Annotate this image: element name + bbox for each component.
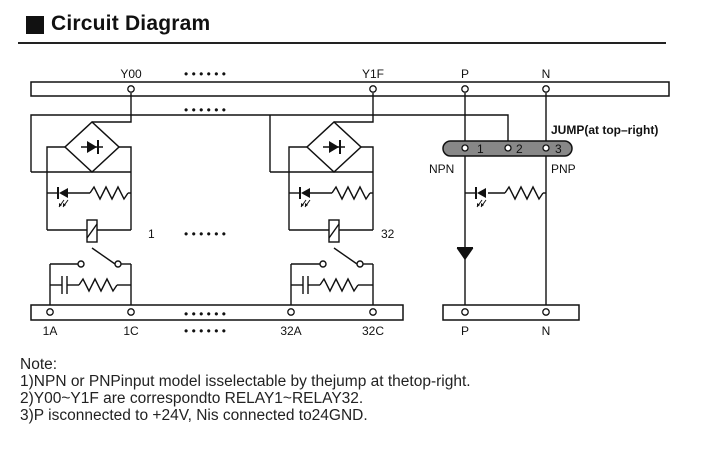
ellipsis-top-wire: • • • • • • bbox=[184, 103, 226, 117]
ellipsis-bottom-label: • • • • • • bbox=[184, 324, 226, 338]
led-icon bbox=[57, 186, 69, 208]
terminal-screw bbox=[369, 85, 377, 93]
jumper-pin bbox=[461, 144, 469, 152]
notes-heading: Note: bbox=[20, 356, 58, 373]
relay-channel-32 bbox=[269, 93, 374, 305]
terminal-label-y00: Y00 bbox=[120, 67, 142, 81]
terminal-label-p-top: P bbox=[461, 67, 469, 81]
ellipsis-bottom-bar: • • • • • • bbox=[184, 307, 226, 321]
resistor-icon bbox=[331, 186, 371, 200]
terminal-screw bbox=[542, 308, 550, 316]
note-line-1: 1)NPN or PNPinput model isselectable by … bbox=[20, 373, 471, 390]
terminal-label-y1f: Y1F bbox=[362, 67, 384, 81]
terminal-label-p-bottom: P bbox=[461, 324, 469, 338]
section-title: Circuit Diagram bbox=[51, 12, 211, 35]
jump-label: JUMP(at top–right) bbox=[551, 123, 658, 137]
jumper-pin bbox=[504, 144, 512, 152]
jumper-pin bbox=[542, 144, 550, 152]
resistor-icon bbox=[78, 278, 118, 292]
jumper-pin-label-3: 3 bbox=[555, 142, 562, 156]
power-section bbox=[456, 93, 547, 305]
relay-label-32: 32 bbox=[381, 227, 395, 241]
top-bus-bar bbox=[30, 81, 670, 97]
header-square-icon bbox=[26, 16, 44, 34]
rectifier-bridge-icon bbox=[306, 121, 362, 173]
terminal-screw bbox=[461, 85, 469, 93]
resistor-icon bbox=[504, 186, 544, 200]
ellipsis-relay: • • • • • • bbox=[184, 227, 226, 241]
terminal-label-1a: 1A bbox=[43, 324, 58, 338]
notes-block: Note: 1)NPN or PNPinput model isselectab… bbox=[20, 356, 471, 424]
npn-label: NPN bbox=[429, 162, 454, 176]
note-line-3: 3)P isconnected to +24V, Nis connected t… bbox=[20, 407, 368, 424]
terminal-screw bbox=[287, 308, 295, 316]
bottom-bus-bar bbox=[30, 304, 404, 321]
resistor-icon bbox=[89, 186, 129, 200]
rectifier-bridge-icon bbox=[64, 121, 120, 173]
led-icon bbox=[475, 186, 487, 208]
section-header: Circuit Diagram bbox=[18, 8, 666, 44]
terminal-screw bbox=[127, 308, 135, 316]
jumper-pin-label-1: 1 bbox=[477, 142, 484, 156]
terminal-screw bbox=[127, 85, 135, 93]
jumper-pin-label-2: 2 bbox=[516, 142, 523, 156]
resistor-icon bbox=[319, 278, 359, 292]
terminal-label-n-bottom: N bbox=[542, 324, 551, 338]
note-line-2: 2)Y00~Y1F are correspondto RELAY1~RELAY3… bbox=[20, 390, 364, 407]
terminal-screw bbox=[369, 308, 377, 316]
terminal-screw bbox=[46, 308, 54, 316]
terminal-label-32c: 32C bbox=[362, 324, 384, 338]
terminal-label-n-top: N bbox=[542, 67, 551, 81]
pnp-label: PNP bbox=[551, 162, 576, 176]
led-icon bbox=[299, 186, 311, 208]
terminal-screw bbox=[461, 308, 469, 316]
terminal-screw bbox=[542, 85, 550, 93]
ellipsis-top-label: • • • • • • bbox=[184, 67, 226, 81]
terminal-label-32a: 32A bbox=[280, 324, 301, 338]
relay-label-1: 1 bbox=[148, 227, 155, 241]
terminal-label-1c: 1C bbox=[123, 324, 139, 338]
bottom-power-bar bbox=[442, 304, 580, 321]
